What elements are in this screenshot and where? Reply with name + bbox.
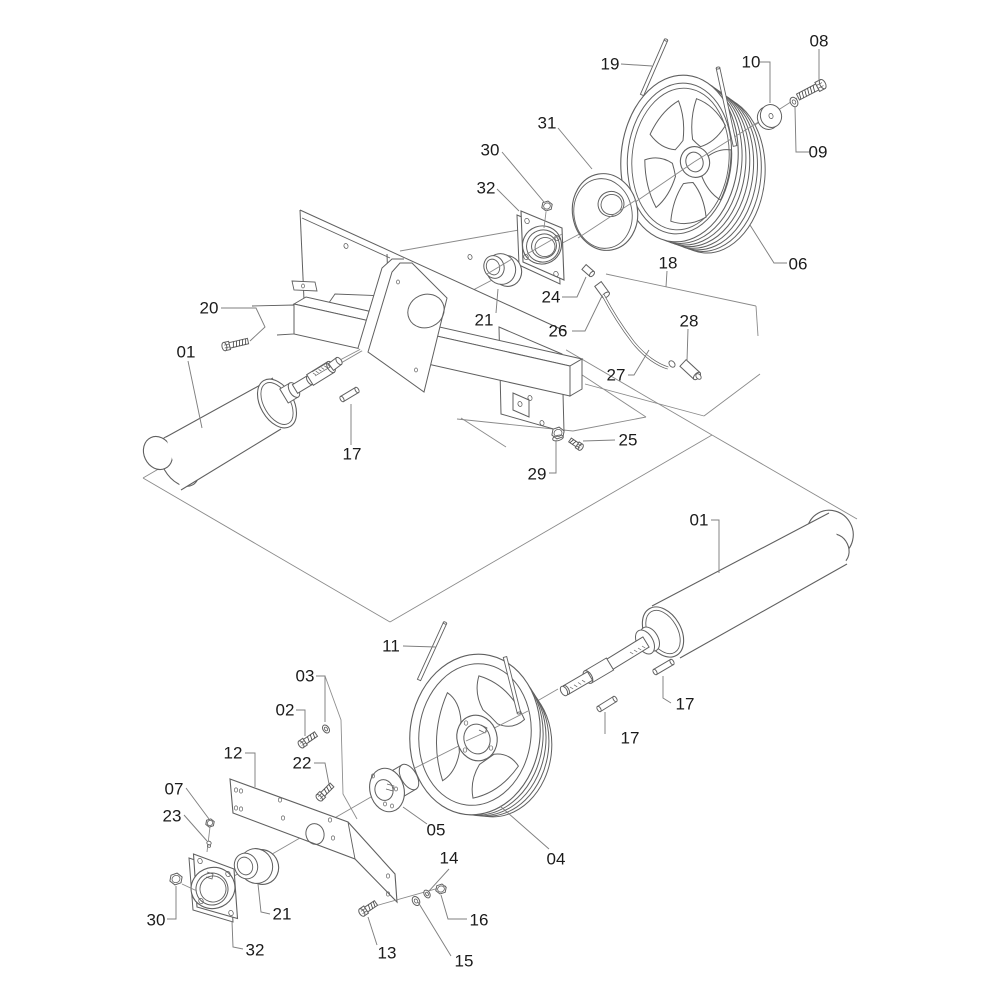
svg-text:15: 15 (455, 952, 474, 971)
svg-text:23: 23 (163, 807, 182, 826)
svg-text:18: 18 (659, 254, 678, 273)
svg-text:16: 16 (470, 911, 489, 930)
svg-text:29: 29 (528, 465, 547, 484)
svg-text:09: 09 (809, 143, 828, 162)
svg-text:30: 30 (481, 141, 500, 160)
svg-text:02: 02 (276, 701, 295, 720)
svg-text:21: 21 (475, 311, 494, 330)
svg-text:32: 32 (477, 179, 496, 198)
svg-text:32: 32 (246, 941, 265, 960)
svg-text:26: 26 (549, 322, 568, 341)
svg-text:01: 01 (690, 511, 709, 530)
svg-text:10: 10 (742, 53, 761, 72)
svg-text:08: 08 (810, 32, 829, 51)
svg-text:21: 21 (273, 905, 292, 924)
svg-text:05: 05 (427, 821, 446, 840)
svg-text:20: 20 (200, 299, 219, 318)
svg-text:25: 25 (619, 431, 638, 450)
svg-text:01: 01 (177, 343, 196, 362)
svg-text:11: 11 (382, 637, 400, 656)
svg-text:07: 07 (165, 780, 184, 799)
svg-text:14: 14 (440, 849, 459, 868)
svg-text:27: 27 (607, 366, 626, 385)
svg-text:12: 12 (224, 744, 243, 763)
svg-text:30: 30 (147, 911, 166, 930)
svg-text:31: 31 (538, 114, 557, 133)
svg-text:17: 17 (621, 729, 640, 748)
svg-text:22: 22 (293, 754, 312, 773)
svg-text:17: 17 (676, 695, 695, 714)
svg-text:17: 17 (343, 445, 362, 464)
svg-text:19: 19 (601, 55, 620, 74)
svg-text:13: 13 (378, 944, 397, 963)
svg-text:03: 03 (296, 667, 315, 686)
svg-text:28: 28 (680, 312, 699, 331)
svg-text:04: 04 (547, 850, 566, 869)
svg-text:06: 06 (789, 255, 808, 274)
svg-text:24: 24 (542, 288, 561, 307)
